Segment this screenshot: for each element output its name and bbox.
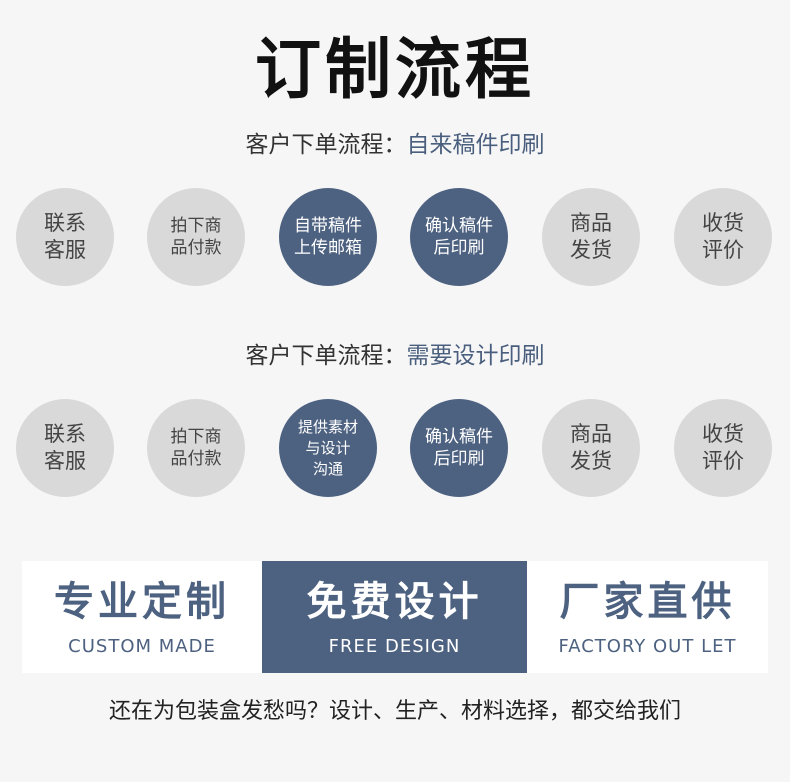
- banner-title: 专业定制: [54, 578, 230, 625]
- flow2-step-pay[interactable]: 拍下商 品付款: [147, 399, 245, 497]
- flow1-steps: 联系 客服 拍下商 品付款 自带稿件 上传邮箱 确认稿件 后印刷 商品 发货 收…: [0, 188, 790, 286]
- flow2-step-contact[interactable]: 联系 客服: [16, 399, 114, 497]
- flow1-heading: 客户下单流程：自来稿件印刷: [0, 130, 790, 160]
- banner-subtitle: FACTORY OUT LET: [558, 635, 737, 657]
- banner-custom-made: 专业定制 CUSTOM MADE: [22, 561, 262, 673]
- banner-factory-outlet: 厂家直供 FACTORY OUT LET: [527, 561, 768, 673]
- banner-title: 厂家直供: [559, 578, 736, 625]
- flow1-step-review[interactable]: 收货 评价: [674, 188, 772, 286]
- flow2-step-design[interactable]: 提供素材 与设计 沟通: [279, 399, 377, 497]
- banner-title: 免费设计: [306, 578, 483, 625]
- flow2-step-ship[interactable]: 商品 发货: [542, 399, 640, 497]
- flow1-accent: 自来稿件印刷: [406, 132, 545, 158]
- flow2-heading: 客户下单流程：需要设计印刷: [0, 341, 790, 371]
- banner-subtitle: CUSTOM MADE: [68, 635, 216, 657]
- page-title: 订制流程: [255, 31, 535, 108]
- footer-tagline: 还在为包装盒发愁吗？设计、生产、材料选择，都交给我们: [108, 699, 681, 724]
- banner-subtitle: FREE DESIGN: [328, 635, 461, 657]
- flow1-step-confirm[interactable]: 确认稿件 后印刷: [410, 188, 508, 286]
- flow2-prefix: 客户下单流程：: [245, 343, 407, 369]
- flow1-prefix: 客户下单流程：: [245, 132, 407, 158]
- banner-free-design: 免费设计 FREE DESIGN: [262, 561, 527, 673]
- flow1-step-contact[interactable]: 联系 客服: [16, 188, 114, 286]
- flow2-accent: 需要设计印刷: [406, 343, 545, 369]
- flow2-steps: 联系 客服 拍下商 品付款 提供素材 与设计 沟通 确认稿件 后印刷 商品 发货…: [0, 399, 790, 497]
- flow1-step-ship[interactable]: 商品 发货: [542, 188, 640, 286]
- flow2-step-confirm[interactable]: 确认稿件 后印刷: [410, 399, 508, 497]
- flow1-step-upload[interactable]: 自带稿件 上传邮箱: [279, 188, 377, 286]
- flow1-step-pay[interactable]: 拍下商 品付款: [147, 188, 245, 286]
- flow2-step-review[interactable]: 收货 评价: [674, 399, 772, 497]
